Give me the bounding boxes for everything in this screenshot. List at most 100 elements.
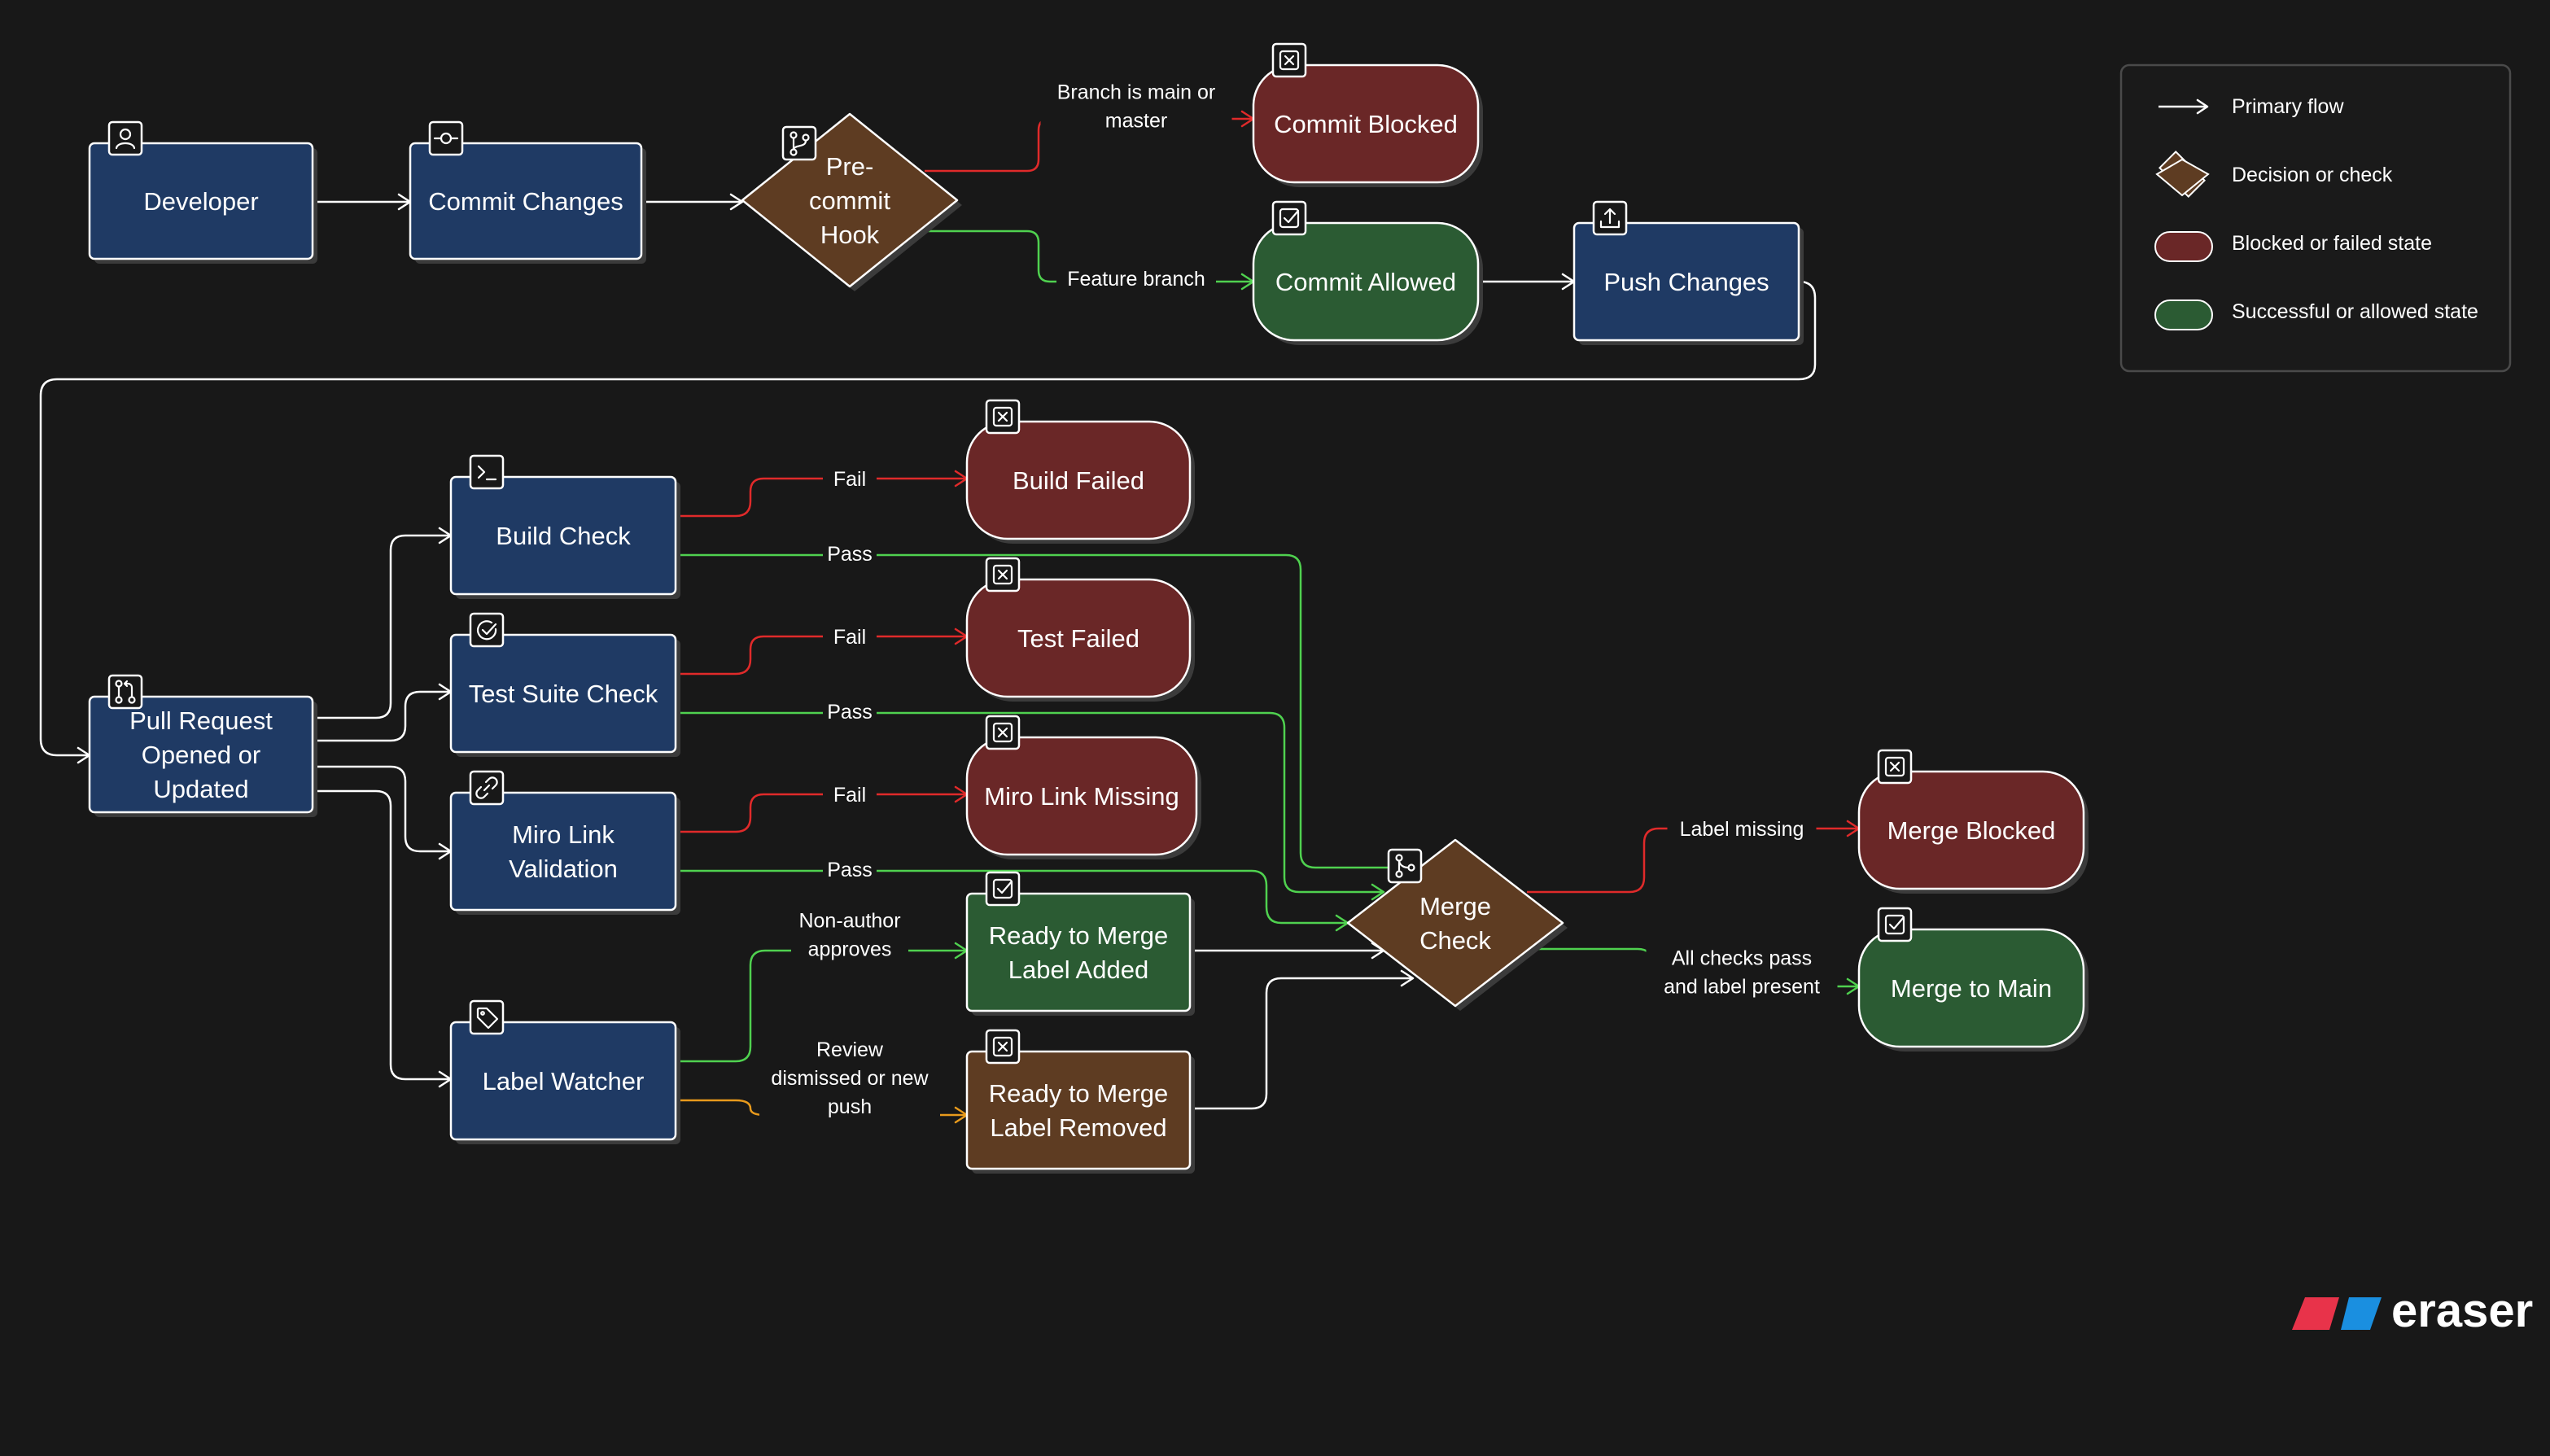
edge-developer-to-commit [313, 193, 412, 211]
node-push-changes[interactable]: Push Changes [1572, 221, 1804, 345]
node-label-watcher[interactable]: Label Watcher [449, 1021, 680, 1144]
edge-label-review-dismissed: Review dismissed or new push [759, 1033, 940, 1122]
node-label: Test Suite Check [469, 680, 658, 708]
edge-miro-fail [676, 785, 969, 833]
node-label: Pull Request [129, 706, 273, 735]
edge-label-text: Branch is main or [1057, 81, 1216, 104]
legend-primary-flow-icon [2159, 98, 2209, 115]
edge-pr-to-build [313, 527, 453, 719]
edge-label-branch-main: Branch is main or master [1040, 76, 1232, 136]
node-test-suite-check[interactable]: Test Suite Check [449, 633, 680, 757]
git-branch-icon [781, 125, 817, 161]
legend-blocked-swatch [2154, 231, 2213, 262]
node-commit-allowed[interactable]: Commit Allowed [1252, 221, 1483, 345]
edge-label-text: Review [816, 1038, 884, 1061]
edge-label-text: All checks pass [1672, 947, 1812, 970]
node-label: Validation [509, 855, 618, 883]
edge-test-fail [676, 627, 969, 676]
eraser-logo-red-mark [2292, 1297, 2339, 1330]
node-label: Test Failed [1017, 624, 1139, 653]
node-label: Build Failed [1013, 466, 1144, 495]
node-merge-to-main[interactable]: Merge to Main [1857, 928, 2089, 1052]
legend: Primary flow Decision or check Blocked o… [2119, 63, 2512, 373]
edge-label-text: master [1105, 110, 1167, 133]
node-build-check[interactable]: Build Check [449, 475, 680, 599]
tag-icon [469, 999, 505, 1035]
edge-allowed-to-push [1478, 273, 1576, 291]
node-label: Merge to Main [1891, 974, 2052, 1003]
node-miro-link-missing[interactable]: Miro Link Missing [965, 736, 1201, 859]
edge-label-text: Pass [827, 543, 873, 566]
eraser-logo-text: eraser [2391, 1284, 2533, 1337]
edge-label-miro-fail: Fail [823, 778, 877, 811]
terminal-icon [469, 454, 505, 490]
upload-icon [1592, 200, 1628, 236]
node-merge-blocked[interactable]: Merge Blocked [1857, 770, 2089, 894]
node-label: Pre- [826, 152, 874, 181]
check-circle-icon [469, 612, 505, 648]
check-square-icon [1271, 200, 1307, 236]
legend-success-label: Successful or allowed state [2232, 300, 2478, 323]
legend-blocked-label: Blocked or failed state [2232, 232, 2432, 255]
node-commit-blocked[interactable]: Commit Blocked [1252, 63, 1483, 187]
edge-label-text: approves [808, 938, 892, 961]
edge-label-build-fail: Fail [823, 462, 877, 495]
node-label: Label Watcher [483, 1067, 645, 1095]
x-square-icon [985, 557, 1021, 592]
node-label: Merge Blocked [1887, 816, 2056, 845]
git-pull-request-icon [107, 674, 143, 710]
arrowhead [729, 193, 744, 211]
node-label: Commit Allowed [1275, 268, 1456, 296]
node-label: commit [809, 186, 890, 215]
node-label: Miro Link Missing [984, 782, 1179, 811]
edge-label-text: push [828, 1095, 872, 1118]
edge-pr-to-labelwatcher [313, 789, 453, 1088]
node-developer[interactable]: Developer [88, 142, 317, 264]
edge-label-feature-branch: Feature branch [1056, 262, 1216, 295]
edge-label-miro-pass: Pass [823, 853, 877, 885]
edge-label-text: Pass [827, 701, 873, 724]
node-label: Opened or [142, 741, 261, 769]
node-label: Push Changes [1603, 268, 1769, 296]
node-label: Miro Link [512, 820, 615, 849]
legend-success-swatch [2154, 300, 2213, 330]
edge-label-text: Pass [827, 859, 873, 881]
arrowhead [1371, 883, 1385, 901]
node-label: Hook [820, 221, 880, 249]
legend-box [2119, 63, 2512, 373]
git-merge-icon [1387, 848, 1423, 884]
edge-label-text: Fail [833, 626, 866, 649]
legend-primary-flow-label: Primary flow [2232, 95, 2344, 118]
edge-label-test-pass: Pass [823, 695, 877, 728]
edge-label-text: Feature branch [1067, 268, 1205, 291]
node-label: Commit Blocked [1274, 110, 1458, 138]
node-label: Label Removed [990, 1113, 1166, 1142]
node-commit-changes[interactable]: Commit Changes [409, 142, 646, 264]
x-square-icon [1877, 749, 1913, 785]
user-icon [107, 120, 143, 156]
node-build-failed[interactable]: Build Failed [965, 420, 1195, 544]
x-square-icon [985, 399, 1021, 435]
edge-label-text: and label present [1664, 976, 1820, 999]
edge-label-text: dismissed or new [771, 1067, 929, 1090]
node-label: Label Added [1008, 955, 1148, 984]
x-square-icon [985, 715, 1021, 750]
legend-decision-label: Decision or check [2232, 164, 2393, 186]
node-test-failed[interactable]: Test Failed [965, 578, 1195, 702]
edge-label-text: Label missing [1680, 818, 1804, 841]
edge-pr-to-miro [313, 765, 453, 860]
link-icon [469, 770, 505, 806]
edge-label-build-pass: Pass [823, 537, 877, 570]
edge-label-label-missing: Label missing [1667, 812, 1817, 845]
x-square-icon [1271, 42, 1307, 78]
x-square-icon [985, 1029, 1021, 1065]
